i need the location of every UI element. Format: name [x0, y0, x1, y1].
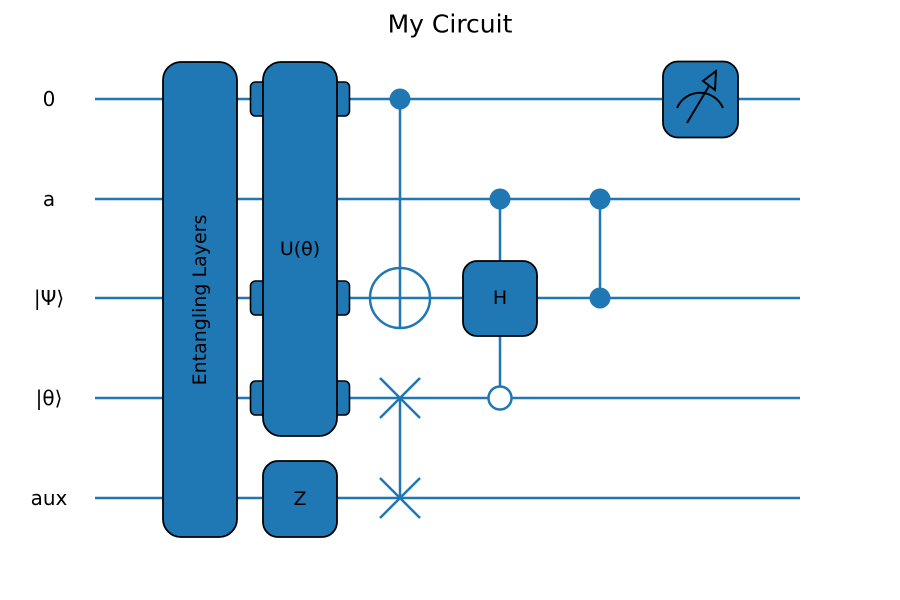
- measurement-arrowhead-icon: [701, 68, 718, 92]
- cnot-control-dot: [389, 88, 411, 110]
- cz-control-dot-bottom: [589, 287, 611, 309]
- controlled-h-open-control: [487, 385, 513, 411]
- h-gate-label: H: [493, 287, 507, 309]
- measurement-arc-icon: [676, 91, 724, 109]
- wire-label-0: 0: [43, 87, 56, 111]
- z-gate: Z: [262, 460, 338, 538]
- h-gate: H: [462, 260, 538, 337]
- wire-label-aux: aux: [31, 486, 68, 510]
- wire-label-psi: |Ψ⟩: [34, 286, 64, 310]
- swap-cross-top-icon: [379, 377, 421, 419]
- u-theta-box: [262, 61, 338, 437]
- cnot-target-icon: [368, 266, 432, 330]
- swap-gate: [379, 377, 421, 519]
- entangling-layers-box: [162, 61, 238, 538]
- measurement-needle-icon: [686, 85, 710, 124]
- z-gate-box: [262, 460, 338, 538]
- controlled-h-control-dot: [489, 188, 511, 210]
- entangling-layers-label: Entangling Layers: [189, 215, 211, 386]
- wire-label-theta: |θ⟩: [36, 386, 63, 410]
- u-theta-gate: U(θ): [262, 61, 338, 437]
- u-theta-label: U(θ): [280, 238, 320, 260]
- wire-label-a: a: [43, 187, 55, 211]
- entangling-layers-gate: Entangling Layers: [162, 61, 238, 538]
- measurement-gate: [662, 60, 739, 139]
- cz-control-dot-top: [589, 188, 611, 210]
- swap-cross-bottom-icon: [379, 477, 421, 519]
- figure-title: My Circuit: [388, 10, 513, 39]
- cz-gate: [589, 188, 611, 309]
- cnot-gate: [368, 88, 432, 330]
- z-gate-label: Z: [293, 488, 306, 510]
- h-gate-box: [462, 260, 538, 337]
